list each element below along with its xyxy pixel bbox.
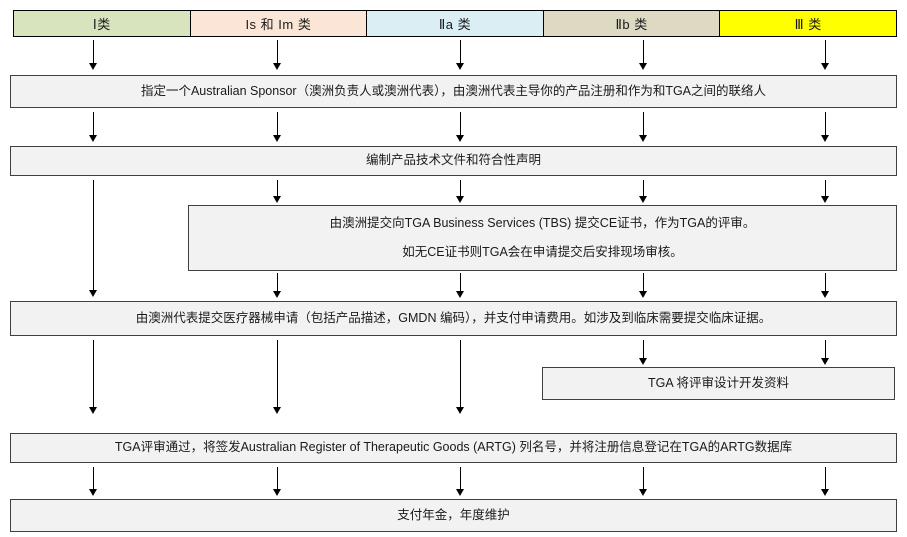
- step-design-review-text: TGA 将评审设计开发资料: [648, 375, 789, 390]
- step-tbs-ce-certificate: 由澳洲提交向TGA Business Services (TBS) 提交CE证书…: [188, 205, 897, 271]
- step-technical-docs: 编制产品技术文件和符合性声明: [10, 146, 897, 176]
- flow-arrow: [88, 40, 98, 70]
- step-tbs-ce-line1: 由澳洲提交向TGA Business Services (TBS) 提交CE证书…: [329, 215, 756, 230]
- step-device-application-text: 由澳洲代表提交医疗器械申请（包括产品描述，GMDN 编码），并支付申请费用。如涉…: [135, 310, 772, 325]
- class-header-I: Ⅰ类: [13, 10, 191, 37]
- flow-arrow: [88, 112, 98, 142]
- flow-arrow: [455, 467, 465, 496]
- class-header-IIa: Ⅱa 类: [367, 10, 544, 37]
- step-appoint-sponsor: 指定一个Australian Sponsor（澳洲负责人或澳洲代表），由澳洲代表…: [10, 75, 897, 108]
- flow-arrow: [272, 40, 282, 70]
- flow-arrow: [455, 40, 465, 70]
- step-annual-fee: 支付年金，年度维护: [10, 499, 897, 532]
- flow-arrow: [820, 273, 830, 298]
- class-header-IsIm: Is 和 Im 类: [190, 10, 368, 37]
- flow-arrow: [455, 273, 465, 298]
- flow-arrow: [272, 180, 282, 203]
- flow-arrow: [820, 340, 830, 365]
- flow-arrow: [638, 467, 648, 496]
- step-design-review: TGA 将评审设计开发资料: [542, 367, 895, 400]
- class-header-III: Ⅲ 类: [720, 10, 897, 37]
- flow-arrow: [638, 340, 648, 365]
- flow-arrow: [272, 112, 282, 142]
- step-artg-listing: TGA评审通过，将签发Australian Register of Therap…: [10, 433, 897, 463]
- step-tbs-ce-line2: 如无CE证书则TGA会在申请提交后安排现场审核。: [402, 244, 683, 259]
- flow-arrow: [88, 340, 98, 414]
- flow-arrow: [638, 40, 648, 70]
- flow-arrow: [638, 273, 648, 298]
- step-device-application: 由澳洲代表提交医疗器械申请（包括产品描述，GMDN 编码），并支付申请费用。如涉…: [10, 301, 897, 336]
- step-artg-listing-text: TGA评审通过，将签发Australian Register of Therap…: [114, 440, 793, 455]
- flow-arrow: [88, 180, 98, 297]
- flow-arrow: [455, 180, 465, 203]
- flow-arrow: [638, 112, 648, 142]
- flow-arrow: [88, 467, 98, 496]
- flow-arrow: [272, 273, 282, 298]
- device-class-header-row: Ⅰ类 Is 和 Im 类 Ⅱa 类 Ⅱb 类 Ⅲ 类: [13, 10, 897, 37]
- class-header-IIb: Ⅱb 类: [543, 10, 721, 37]
- flow-arrow: [455, 340, 465, 414]
- flow-arrow: [455, 112, 465, 142]
- step-appoint-sponsor-text: 指定一个Australian Sponsor（澳洲负责人或澳洲代表），由澳洲代表…: [140, 83, 767, 98]
- flow-arrow: [272, 467, 282, 496]
- step-annual-fee-text: 支付年金，年度维护: [397, 507, 510, 522]
- flow-arrow: [820, 467, 830, 496]
- flow-arrow: [820, 180, 830, 203]
- flow-arrow: [820, 40, 830, 70]
- flow-arrow: [820, 112, 830, 142]
- step-technical-docs-text: 编制产品技术文件和符合性声明: [365, 153, 541, 168]
- flow-arrow: [272, 340, 282, 414]
- flow-arrow: [638, 180, 648, 203]
